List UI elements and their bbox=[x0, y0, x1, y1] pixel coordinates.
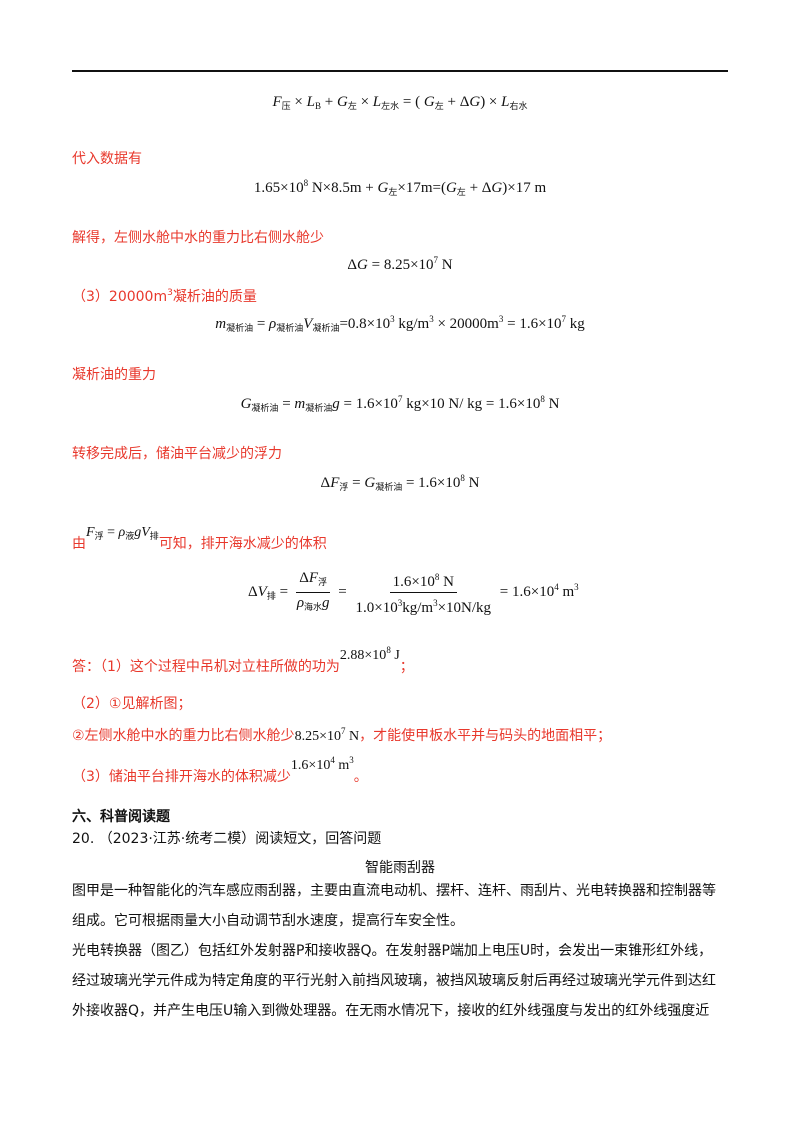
formula-buoyancy: F浮 = ρ液gV排 bbox=[86, 525, 159, 541]
answer-1-text: 答：（1）这个过程中吊机对立柱所做的功为 bbox=[72, 659, 340, 675]
answer-1: 答：（1）这个过程中吊机对立柱所做的功为2.88×108 J； bbox=[72, 645, 414, 676]
answer-1-value: 2.88×108 J bbox=[339, 645, 400, 663]
answer-4: （3）储油平台排开海水的体积减少1.6×104 m3。 bbox=[72, 755, 368, 786]
answer-4-text: （3）储油平台排开海水的体积减少 bbox=[72, 769, 291, 785]
answer-4-value: 1.6×104 m3 bbox=[290, 755, 354, 773]
label-from-prefix: 由 bbox=[72, 536, 86, 552]
article-body: 图甲是一种智能化的汽车感应雨刮器，主要由直流电动机、摆杆、连杆、雨刮片、光电转换… bbox=[72, 876, 732, 1026]
answer-3-suffix: ，才能使甲板水平并与码头的地面相平； bbox=[359, 728, 612, 744]
answer-1-suffix: ； bbox=[399, 659, 414, 675]
label-buoyancy: 转移完成后，储油平台减少的浮力 bbox=[72, 446, 282, 462]
question-number: 20. bbox=[72, 831, 95, 847]
equation-mass: m凝析油 = ρ凝析油V凝析油=0.8×103 kg/m3 × 20000m3 … bbox=[215, 314, 585, 333]
article-line: 外接收器Q，并产生电压U输入到微处理器。在无雨水情况下，接收的红外线强度与发出的… bbox=[72, 1003, 710, 1019]
label-substitute: 代入数据有 bbox=[72, 151, 142, 167]
article-line: 图甲是一种智能化的汽车感应雨刮器，主要由直流电动机、摆杆、连杆、雨刮片、光电转换… bbox=[72, 883, 716, 899]
answer-3-value: 8.25×107 N bbox=[294, 726, 360, 744]
label-solve: 解得，左侧水舱中水的重力比右侧水舱少 bbox=[72, 230, 324, 246]
section-title: 六、科普阅读题 bbox=[72, 809, 170, 825]
article-title: 智能雨刮器 bbox=[365, 860, 435, 876]
equation-gravity: G凝析油 = m凝析油g = 1.6×107 kg×10 N/ kg = 1.6… bbox=[240, 394, 560, 413]
label-from: 由F浮 = ρ液gV排可知，排开海水减少的体积 bbox=[72, 525, 327, 554]
article-line: 经过玻璃光学元件成为特定角度的平行光射入前挡风玻璃，被挡风玻璃反射后再经过玻璃光… bbox=[72, 973, 716, 989]
article-line: 组成。它可根据雨量大小自动调节刮水速度，提高行车安全性。 bbox=[72, 913, 464, 929]
equation-substitute: 1.65×108 N×8.5m + G左×17m=(G左 + ΔG)×17 m bbox=[253, 178, 547, 197]
equation-buoyancy: ΔF浮 = G凝析油 = 1.6×108 N bbox=[320, 473, 480, 492]
question-header: 20. （2023·江苏·统考二模）阅读短文，回答问题 bbox=[72, 828, 381, 848]
question-source: （2023·江苏·统考二模）阅读短文，回答问题 bbox=[98, 831, 382, 847]
equation-deltaG: ΔG = 8.25×107 N bbox=[347, 255, 453, 273]
answer-3: ②左侧水舱中水的重力比右侧水舱少8.25×107 N，才能使甲板水平并与码头的地… bbox=[72, 725, 611, 745]
equation-torque: F压 × LB + G左 × L左水 = ( G左 + ΔG) × L右水 bbox=[272, 94, 528, 111]
header-rule bbox=[72, 70, 728, 72]
answer-3-text: ②左侧水舱中水的重力比右侧水舱少 bbox=[72, 728, 295, 744]
label-from-suffix: 可知，排开海水减少的体积 bbox=[158, 536, 327, 552]
answer-4-suffix: 。 bbox=[353, 769, 368, 785]
article-line: 光电转换器（图乙）包括红外发射器P和接收器Q。在发射器P端加上电压U时，会发出一… bbox=[72, 943, 713, 959]
answer-2: （2）①见解析图； bbox=[72, 696, 192, 712]
label-gravity: 凝析油的重力 bbox=[72, 367, 156, 383]
label-part3: （3）20000m3凝析油的质量 bbox=[72, 288, 257, 305]
